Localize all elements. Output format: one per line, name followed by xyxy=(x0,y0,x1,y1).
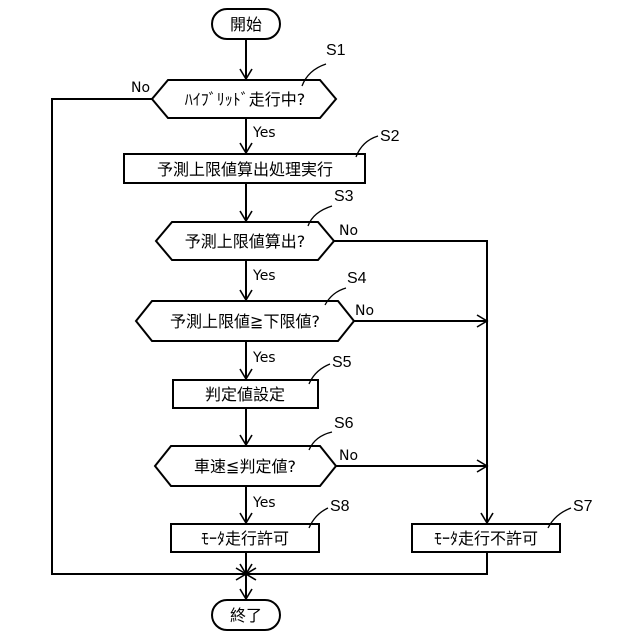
step-s6-label: S6 xyxy=(334,415,354,432)
step-s4-label: S4 xyxy=(347,270,367,287)
decision-s4-no-label: No xyxy=(355,303,374,319)
step-s1-label: S1 xyxy=(326,42,346,59)
connector-s7-merge xyxy=(246,552,487,574)
step-s5-label: S5 xyxy=(332,354,352,371)
end-label: 終了 xyxy=(230,606,262,625)
step-s7-label: S7 xyxy=(573,498,593,515)
decision-s6-yes-label: Yes xyxy=(252,495,276,511)
process-s5-text: 判定値設定 xyxy=(205,385,285,404)
start-label: 開始 xyxy=(230,15,262,34)
decision-s3-no-label: No xyxy=(339,223,358,239)
decision-s3-yes-label: Yes xyxy=(252,268,276,284)
step-s3-label: S3 xyxy=(334,188,354,205)
step-s8-label: S8 xyxy=(330,498,350,515)
decision-s6-no-label: No xyxy=(339,448,358,464)
decision-s4-text: 予測上限値≧下限値? xyxy=(170,312,320,331)
decision-s6-text: 車速≦判定値? xyxy=(194,457,296,476)
decision-s3-text: 予測上限値算出? xyxy=(185,232,306,251)
process-s2-text: 予測上限値算出処理実行 xyxy=(157,160,333,179)
process-s7-text: ﾓｰﾀ走行不許可 xyxy=(434,529,538,548)
decision-s4-yes-label: Yes xyxy=(252,350,276,366)
decision-s1-no-label: No xyxy=(131,80,150,96)
decision-s1-yes-label: Yes xyxy=(252,125,276,141)
process-s8-text: ﾓｰﾀ走行許可 xyxy=(201,529,289,548)
decision-s1-text: ﾊｲﾌﾞﾘｯﾄﾞ走行中? xyxy=(185,90,306,109)
step-s2-label: S2 xyxy=(380,128,400,145)
